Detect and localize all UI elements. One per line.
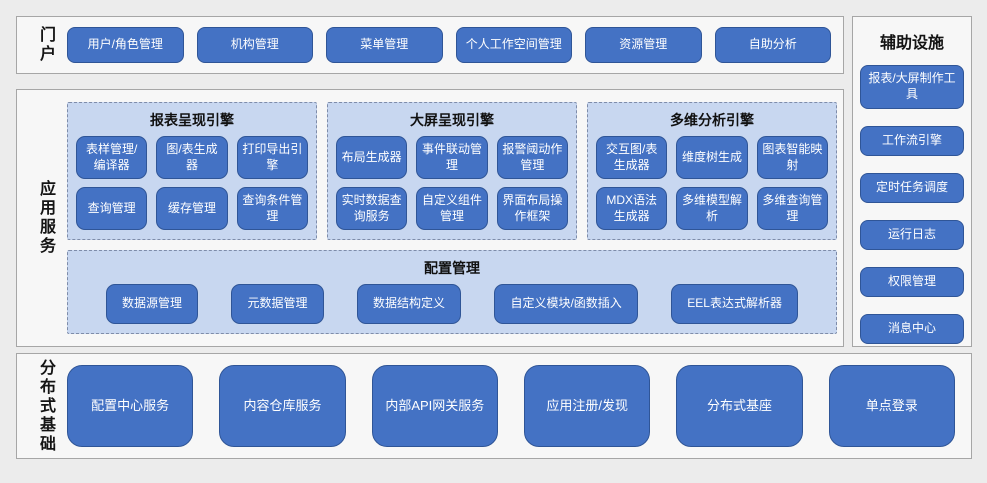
- config-node: 元数据管理: [231, 284, 324, 324]
- foundation-node: 配置中心服务: [67, 365, 194, 447]
- portal-node: 用户/角色管理: [67, 27, 184, 63]
- portal-section-label-text: 门户: [37, 26, 54, 64]
- engine-node: 报警阈动作管理: [496, 136, 568, 179]
- foundation-node: 内容仓库服务: [219, 365, 346, 447]
- auxiliary-node: 消息中心: [860, 314, 964, 344]
- engine-panels: 报表呈现引擎 表样管理/编译器图/表生成器打印导出引擎查询管理缓存管理查询条件管…: [67, 102, 837, 240]
- portal-node: 机构管理: [196, 27, 313, 63]
- panel-bigscreen-engine: 大屏呈现引擎 布局生成器事件联动管理报警阈动作管理实时数据查询服务自定义组件管理…: [327, 102, 577, 240]
- foundation-node: 内部API网关服务: [371, 365, 498, 447]
- panel-title: 配置管理: [424, 260, 480, 276]
- foundation-section: 分布式基础 配置中心服务内容仓库服务内部API网关服务应用注册/发现分布式基座单…: [16, 353, 972, 459]
- engine-node: 表样管理/编译器: [76, 136, 148, 179]
- portal-node: 资源管理: [585, 27, 702, 63]
- engine-node: 缓存管理: [156, 187, 228, 230]
- app-services-content: 报表呈现引擎 表样管理/编译器图/表生成器打印导出引擎查询管理缓存管理查询条件管…: [67, 102, 837, 334]
- auxiliary-items: 报表/大屏制作工具工作流引擎定时任务调度运行日志权限管理消息中心: [860, 65, 964, 344]
- panel-title: 多维分析引擎: [670, 112, 754, 128]
- foundation-node: 分布式基座: [676, 365, 803, 447]
- app-services-section: 应用服务 报表呈现引擎 表样管理/编译器图/表生成器打印导出引擎查询管理缓存管理…: [16, 89, 844, 347]
- panel-bigscreen-engine-items: 布局生成器事件联动管理报警阈动作管理实时数据查询服务自定义组件管理界面布局操作框…: [336, 136, 568, 230]
- engine-node: 多维查询管理: [756, 187, 828, 230]
- engine-node: 多维模型解析: [676, 187, 748, 230]
- engine-node: 图表智能映射: [756, 136, 828, 179]
- portal-items: 用户/角色管理机构管理菜单管理个人工作空间管理资源管理自助分析: [67, 27, 831, 63]
- auxiliary-node: 权限管理: [860, 267, 964, 297]
- foundation-node: 单点登录: [828, 365, 955, 447]
- auxiliary-section-title: 辅助设施: [879, 35, 944, 52]
- auxiliary-node: 运行日志: [860, 220, 964, 250]
- auxiliary-node: 工作流引擎: [860, 126, 964, 156]
- portal-node: 自助分析: [714, 27, 831, 63]
- foundation-section-label: 分布式基础: [23, 359, 67, 454]
- auxiliary-node: 报表/大屏制作工具: [860, 65, 964, 109]
- panel-olap-engine: 多维分析引擎 交互图/表生成器维度树生成图表智能映射 MDX语法生成器多维模型解析…: [587, 102, 837, 240]
- config-node: EEL表达式解析器: [671, 284, 798, 324]
- engine-node: 查询管理: [76, 187, 148, 230]
- engine-node: 打印导出引擎: [236, 136, 308, 179]
- panel-config-management-items: 数据源管理元数据管理数据结构定义自定义模块/函数插入 EEL表达式解析器: [76, 284, 828, 324]
- config-node: 自定义模块/函数插入: [494, 284, 638, 324]
- config-node: 数据结构定义: [356, 284, 461, 324]
- engine-node: 图/表生成器: [156, 136, 228, 179]
- engine-node: 布局生成器: [336, 136, 408, 179]
- foundation-node: 应用注册/发现: [523, 365, 651, 447]
- engine-node: 维度树生成: [676, 136, 748, 179]
- panel-title: 大屏呈现引擎: [410, 112, 494, 128]
- engine-node: 自定义组件管理: [416, 187, 488, 230]
- foundation-section-label-text: 分布式基础: [37, 358, 54, 454]
- portal-section: 门户 用户/角色管理机构管理菜单管理个人工作空间管理资源管理自助分析: [16, 16, 844, 74]
- foundation-items: 配置中心服务内容仓库服务内部API网关服务应用注册/发现分布式基座单点登录: [67, 365, 955, 447]
- engine-node: 界面布局操作框架: [496, 187, 568, 230]
- config-node: 数据源管理: [106, 284, 199, 324]
- panel-report-engine-items: 表样管理/编译器图/表生成器打印导出引擎查询管理缓存管理查询条件管理: [76, 136, 308, 230]
- panel-title: 报表呈现引擎: [150, 112, 234, 128]
- portal-node: 菜单管理: [326, 27, 443, 63]
- engine-node: 实时数据查询服务: [336, 187, 408, 230]
- auxiliary-node: 定时任务调度: [860, 173, 964, 203]
- app-services-section-label-text: 应用服务: [37, 180, 54, 256]
- panel-config-management: 配置管理 数据源管理元数据管理数据结构定义自定义模块/函数插入 EEL表达式解析器: [67, 250, 837, 334]
- engine-node: 事件联动管理: [416, 136, 488, 179]
- app-services-section-label: 应用服务: [23, 102, 67, 334]
- panel-report-engine: 报表呈现引擎 表样管理/编译器图/表生成器打印导出引擎查询管理缓存管理查询条件管…: [67, 102, 317, 240]
- portal-node: 个人工作空间管理: [455, 27, 572, 63]
- engine-node: 查询条件管理: [236, 187, 308, 230]
- engine-node: 交互图/表生成器: [596, 136, 668, 179]
- panel-olap-engine-items: 交互图/表生成器维度树生成图表智能映射 MDX语法生成器多维模型解析多维查询管理: [596, 136, 828, 230]
- portal-section-label: 门户: [23, 26, 67, 64]
- engine-node: MDX语法生成器: [596, 187, 668, 230]
- auxiliary-section: 辅助设施 报表/大屏制作工具工作流引擎定时任务调度运行日志权限管理消息中心: [852, 16, 972, 347]
